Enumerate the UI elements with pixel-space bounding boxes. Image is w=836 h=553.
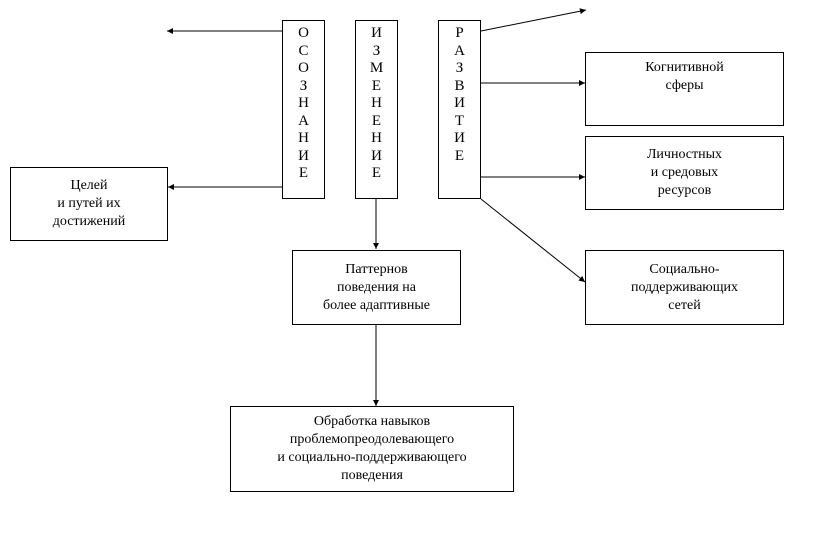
arrow-development-to-top-right (480, 8, 587, 32)
patterns-box: Паттернов поведения на более адаптивные (292, 250, 461, 325)
awareness-label: ОСОЗНАНИЕ (298, 25, 309, 181)
goals-box: Целей и путей их достижений (10, 167, 168, 241)
development-box: РАЗВИТИЕ (438, 20, 481, 199)
skills-box: Обработка навыков проблемопреодолевающег… (230, 406, 514, 492)
cognitive-box: Когнитивной сферы (585, 52, 784, 126)
arrow-development-to-social (480, 198, 586, 283)
personal-box: Личностных и средовых ресурсов (585, 136, 784, 210)
development-label: РАЗВИТИЕ (454, 25, 465, 164)
social-box: Социально- поддерживающих сетей (585, 250, 784, 325)
awareness-box: ОСОЗНАНИЕ (282, 20, 325, 199)
change-box: ИЗМЕНЕНИЕ (355, 20, 398, 199)
change-label: ИЗМЕНЕНИЕ (369, 25, 384, 181)
